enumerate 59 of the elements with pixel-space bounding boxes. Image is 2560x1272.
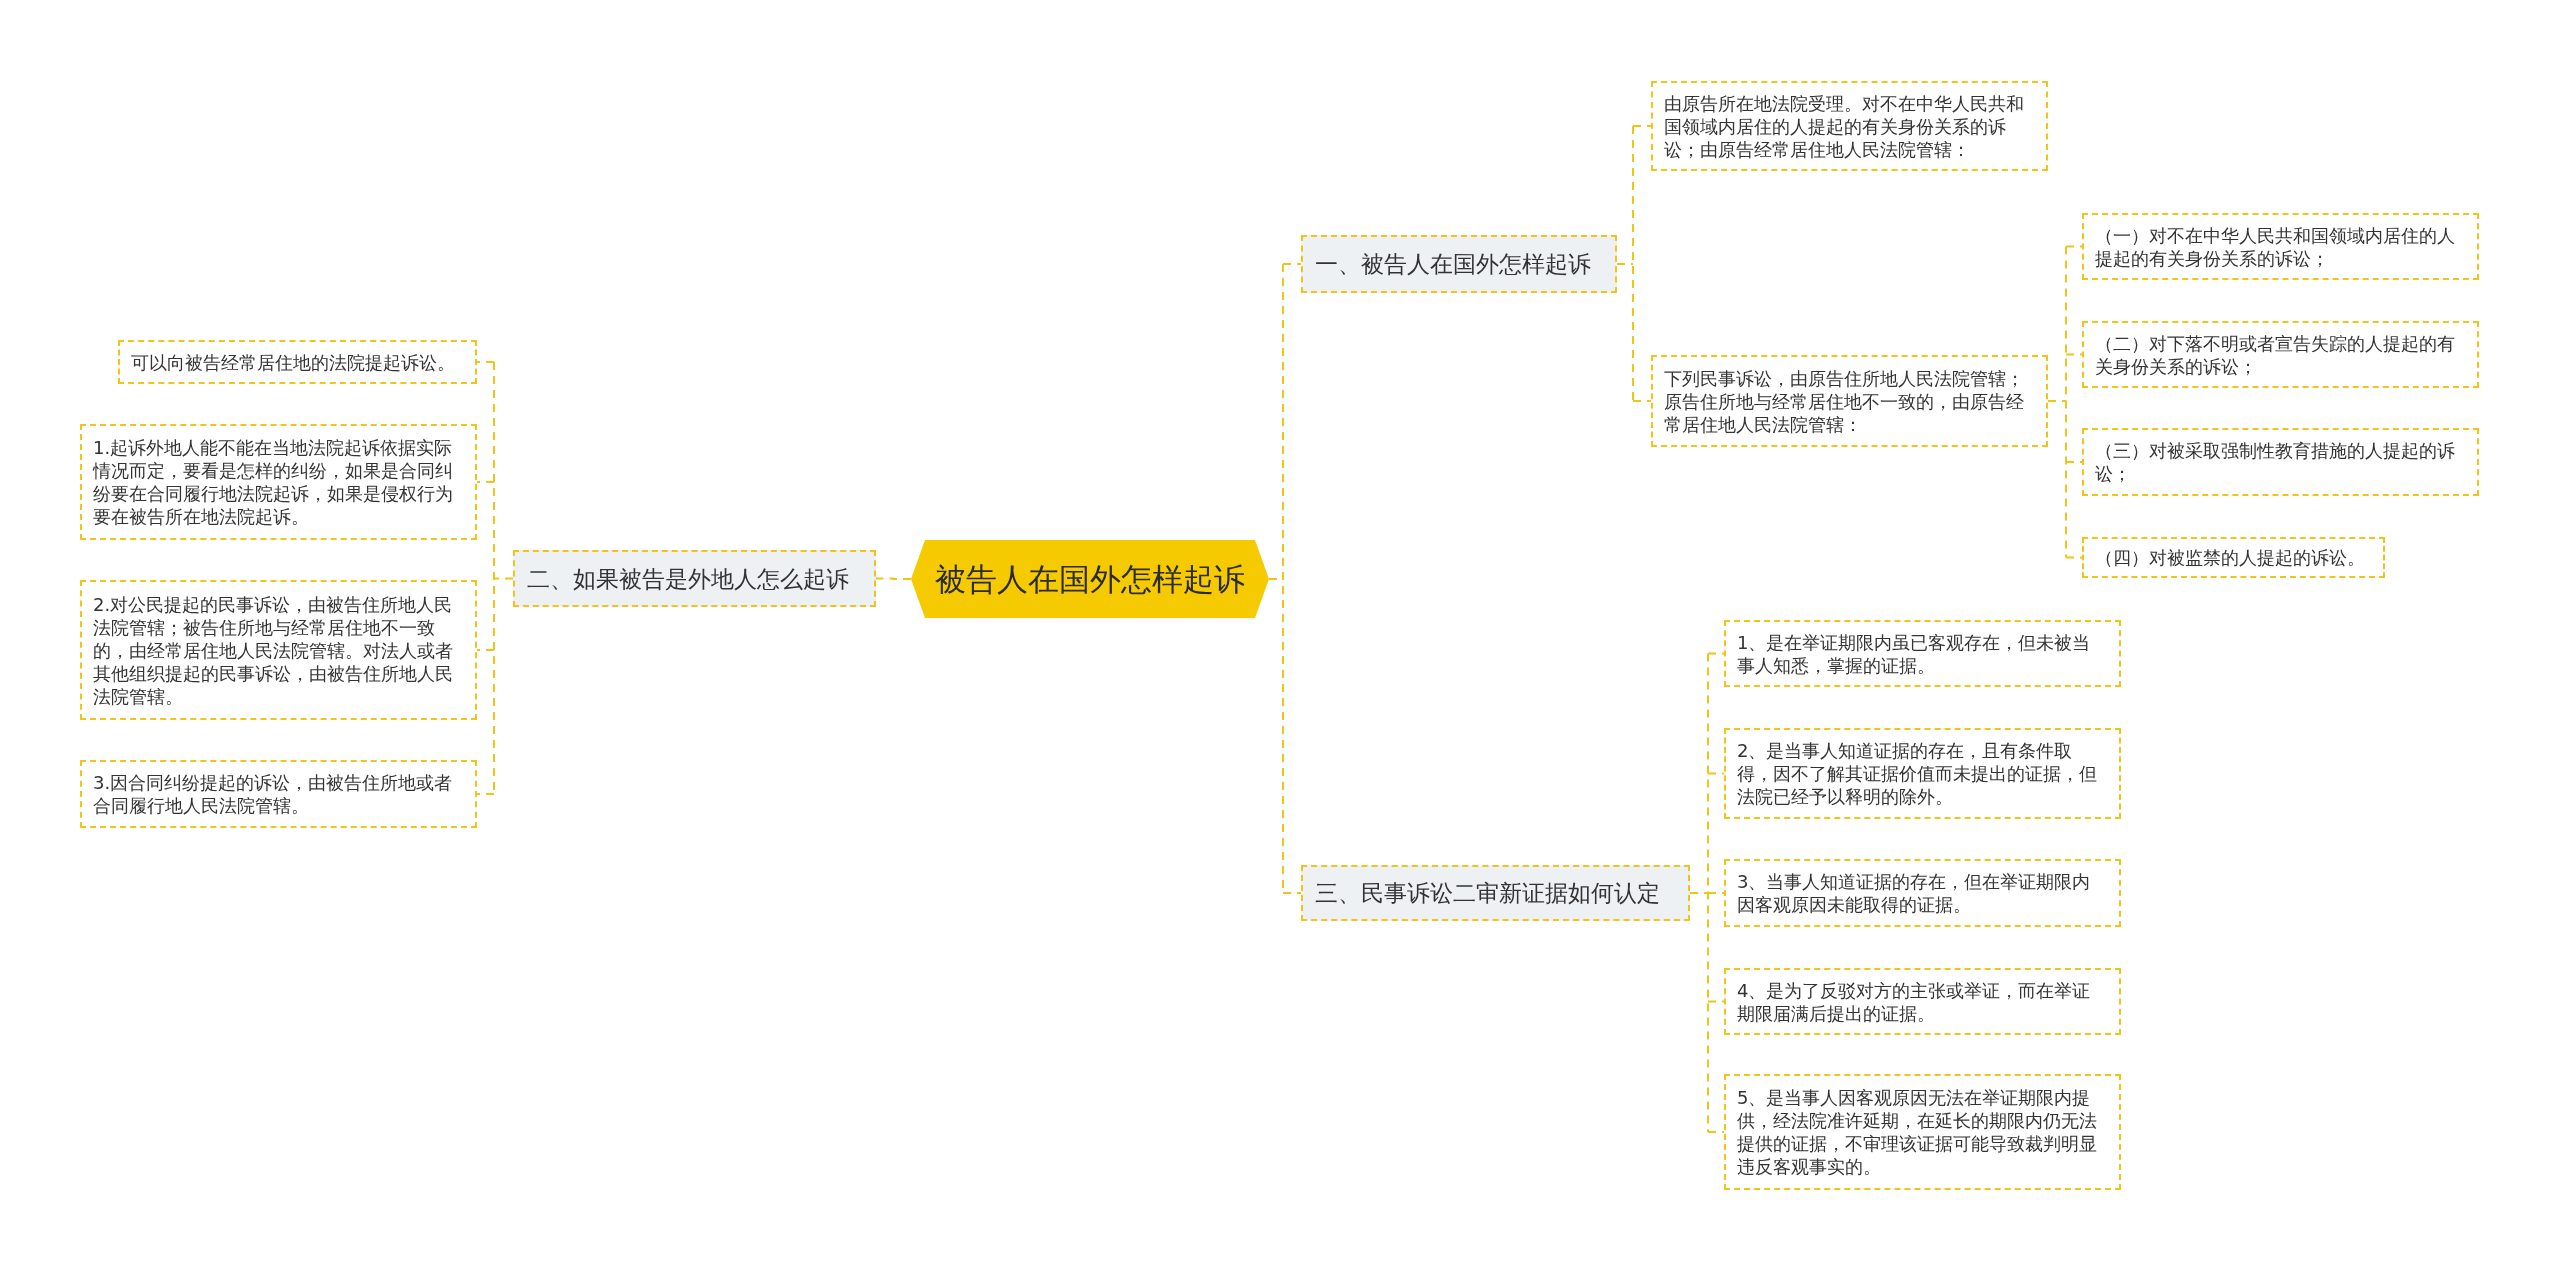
connector-line xyxy=(1616,125,1634,402)
connector-line xyxy=(1282,263,1302,265)
detail-text: 3.因合同纠纷提起的诉讼，由被告住所地或者合同履行地人民法院管辖。 xyxy=(93,771,454,817)
connector-line xyxy=(875,577,912,580)
detail-card xyxy=(1651,81,2048,171)
detail-card xyxy=(80,424,477,540)
detail-text: 2.对公民提起的民事诉讼，由被告住所地人民法院管辖；被告住所地与经常居住地不一致的，由经常居住地人民法院管辖。对法人或者其他组织提起的民事诉讼，由被告住所地人民法院管辖。 xyxy=(93,592,454,708)
detail-card xyxy=(80,580,477,720)
detail-text: 下列民事诉讼，由原告住所地人民法院管辖；原告住所地与经常居住地不一致的，由原告经常居住地人民法院管辖： xyxy=(1664,366,2025,436)
connector-line xyxy=(476,793,495,795)
detail-card xyxy=(1724,728,2121,819)
connector-line xyxy=(2047,245,2067,559)
connector-line xyxy=(1707,772,1725,775)
subtopic-title: 二、如果被告是外地人怎么起诉 xyxy=(527,564,849,594)
detail-card xyxy=(2082,428,2479,496)
connector-line xyxy=(1282,892,1302,894)
detail-text: 1.起诉外地人能不能在当地法院起诉依据实际情况而定，要看是怎样的纠纷，如果是合同纠纷要在合同履行地法院起诉，如果是侵权行为要在被告所在地法院起诉。 xyxy=(93,436,454,528)
detail-card xyxy=(1724,1074,2121,1190)
connector-line xyxy=(1632,400,1652,402)
detail-text: （二）对下落不明或者宣告失踪的人提起的有关身份关系的诉讼； xyxy=(2095,331,2456,378)
detail-text: （一）对不在中华人民共和国领域内居住的人提起的有关身份关系的诉讼； xyxy=(2095,223,2456,270)
subtopic-card xyxy=(1301,235,1617,293)
central-topic xyxy=(911,540,1269,618)
subtopic-title: 三、民事诉讼二审新证据如何认定 xyxy=(1315,879,1660,908)
detail-card xyxy=(1651,355,2048,447)
connector-line xyxy=(2065,353,2083,356)
connector-line xyxy=(1689,652,1709,1133)
detail-card xyxy=(1724,620,2121,687)
connector-line xyxy=(2065,556,2083,559)
detail-text: 2、是当事人知道证据的存在，且有条件取得，因不了解其证据价值而未提出的证据，但法院已经予以释明的除外。 xyxy=(1737,739,2098,808)
connector-line xyxy=(1707,652,1725,655)
connector-line xyxy=(476,361,495,363)
detail-text: 1、是在举证期限内虽已客观存在，但未被当事人知悉，掌握的证据。 xyxy=(1737,630,2092,677)
subtopic-card xyxy=(513,550,876,607)
detail-text: 5、是当事人因客观原因无法在举证期限内提供，经法院准许延期，在延长的期限内仍无法提供的证据，不审理该证据可能导致裁判明显违反客观事实的。 xyxy=(1737,1086,2098,1178)
connector-line xyxy=(1707,1131,1725,1133)
connector-line xyxy=(476,481,495,483)
detail-card xyxy=(2082,537,2385,578)
detail-text: 3、当事人知道证据的存在，但在举证期限内因客观原因未能取得的证据。 xyxy=(1737,870,2092,916)
detail-card xyxy=(80,760,477,828)
connector-line xyxy=(1707,1000,1725,1003)
detail-card xyxy=(2082,321,2479,388)
detail-card xyxy=(1724,968,2121,1035)
detail-card xyxy=(1724,859,2121,927)
detail-card xyxy=(2082,213,2479,280)
subtopic-card xyxy=(1301,865,1690,921)
connector-line xyxy=(2065,245,2083,248)
detail-text: 4、是为了反驳对方的主张或举证，而在举证期限届满后提出的证据。 xyxy=(1737,978,2092,1025)
connector-line xyxy=(1707,892,1725,894)
detail-text: （四）对被监禁的人提起的诉讼。 xyxy=(2095,546,2365,569)
detail-text: （三）对被采取强制性教育措施的人提起的诉讼； xyxy=(2095,439,2456,485)
topic-title: 被告人在国外怎样起诉 xyxy=(935,560,1245,599)
connector-line xyxy=(2065,461,2083,463)
detail-text: 可以向被告经常居住地的法院提起诉讼。 xyxy=(131,350,455,374)
connector-line xyxy=(1632,125,1652,127)
connector-line xyxy=(476,649,495,651)
detail-text: 由原告所在地法院受理。对不在中华人民共和国领域内居住的人提起的有关身份关系的诉讼；由原告经常居住地人民法院管辖： xyxy=(1664,91,2025,161)
detail-card xyxy=(118,340,477,384)
subtopic-title: 一、被告人在国外怎样起诉 xyxy=(1315,250,1591,279)
